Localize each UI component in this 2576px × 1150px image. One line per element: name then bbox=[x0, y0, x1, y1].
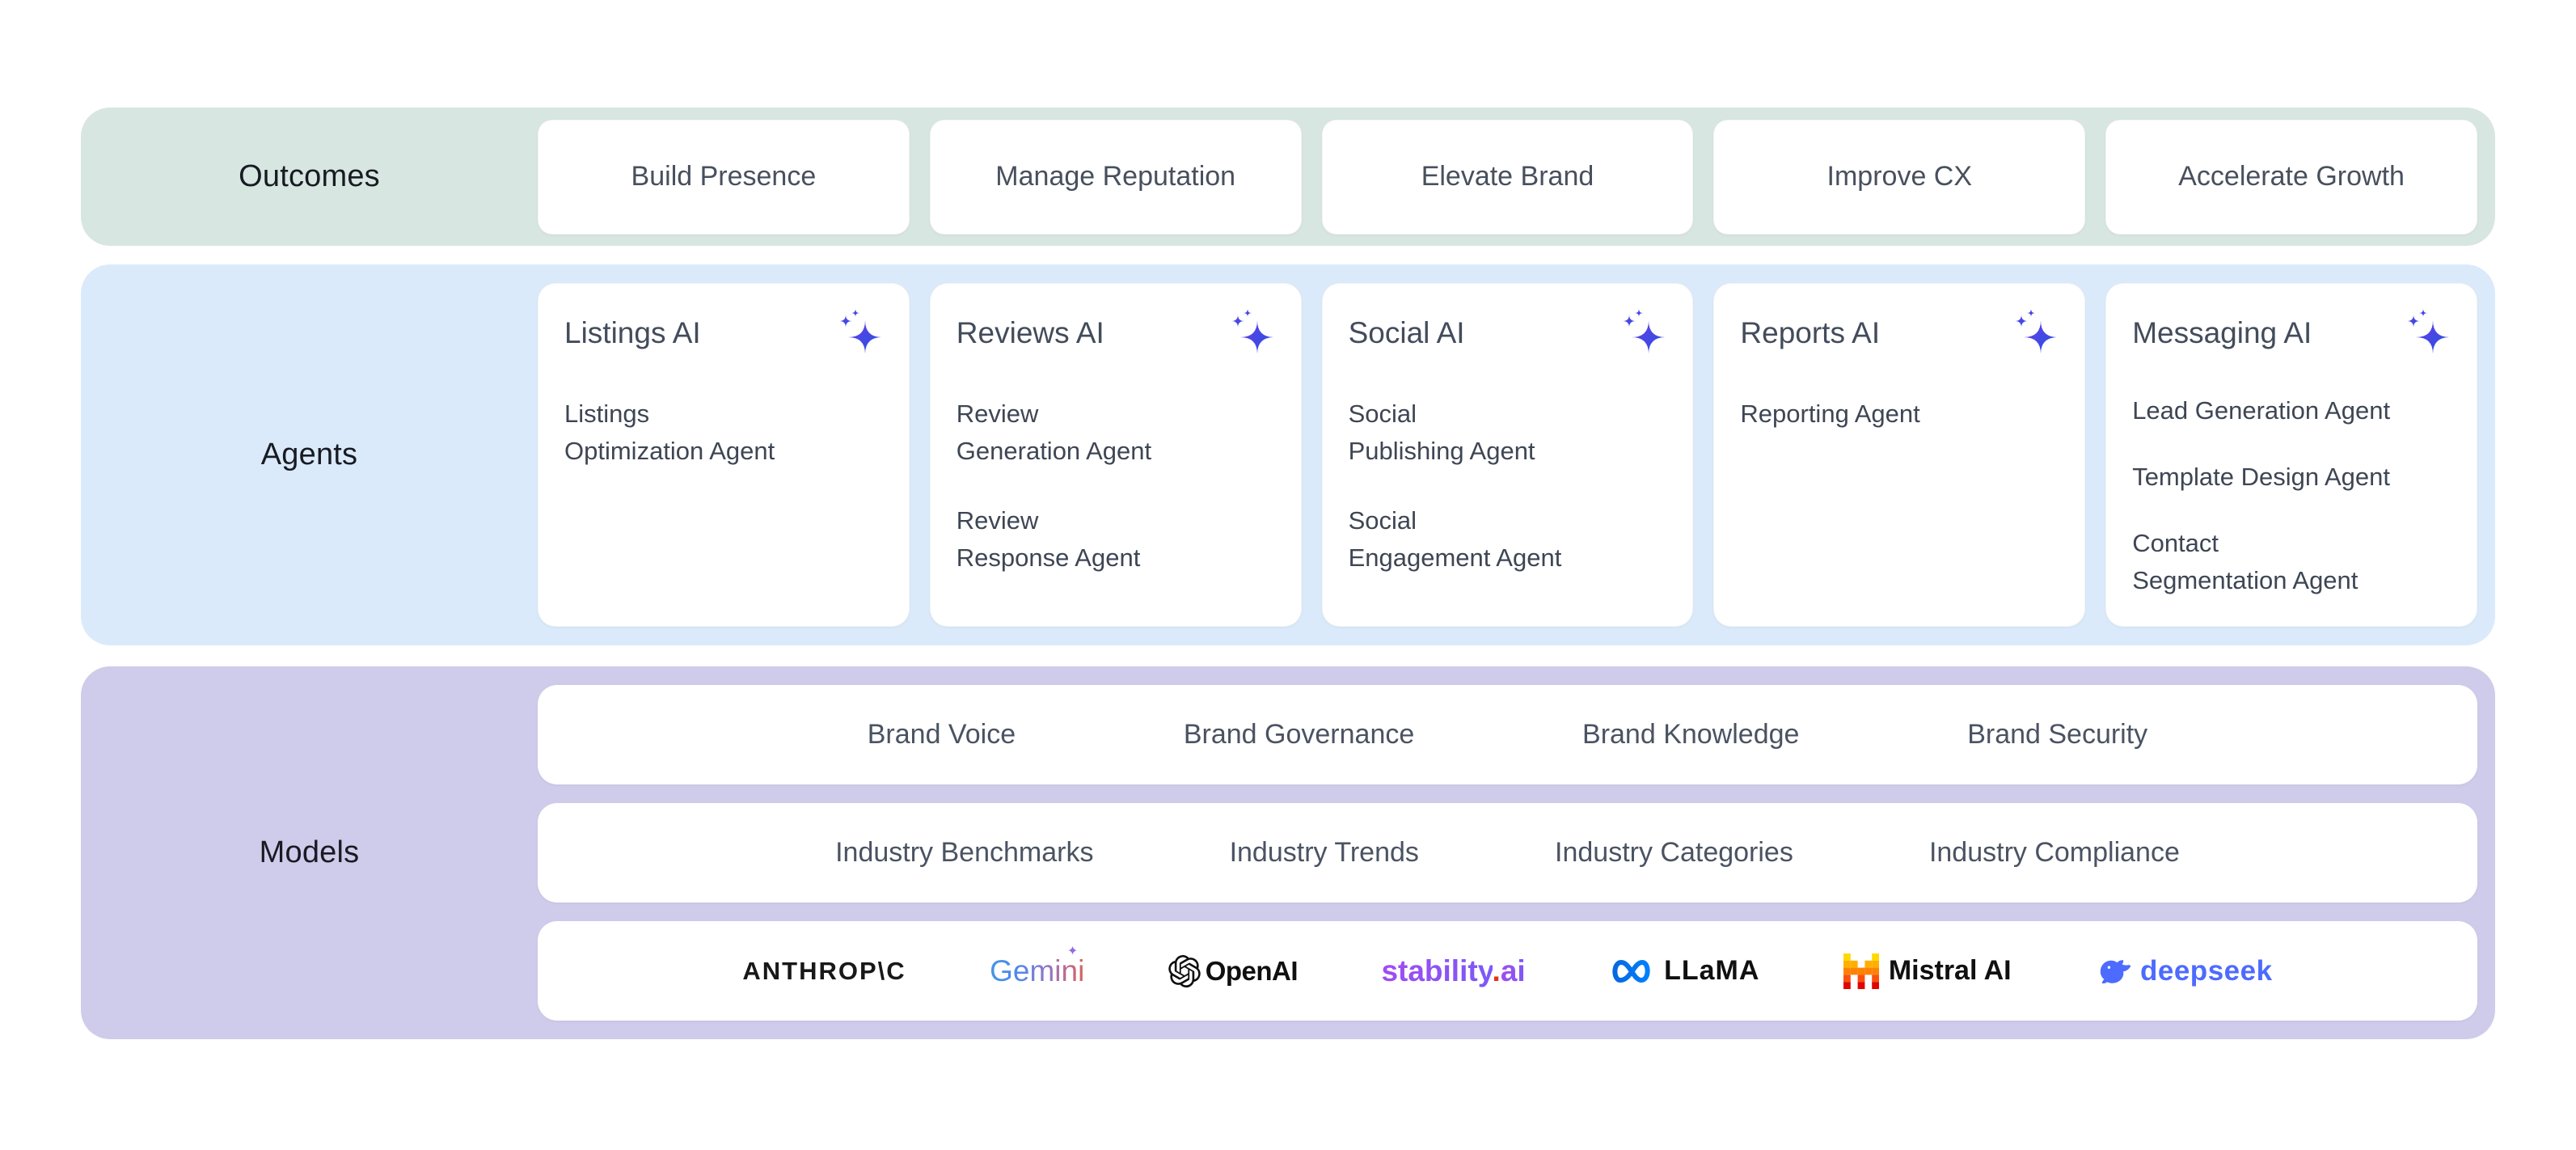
model-providers-bar: ANTHROP\C Gemini ✦ OpenAI stability.ai bbox=[538, 921, 2477, 1021]
outcomes-row-label: Outcomes bbox=[239, 159, 380, 193]
brand-capabilities-bar: Brand Voice Brand Governance Brand Knowl… bbox=[538, 685, 2477, 784]
outcome-chip-elevate-brand: Elevate Brand bbox=[1321, 119, 1694, 235]
brand-capability: Brand Knowledge bbox=[1582, 719, 1800, 750]
brand-capability: Brand Security bbox=[1967, 719, 2148, 750]
sub-agent: Review Response Agent bbox=[956, 506, 1141, 572]
agent-card-reports-ai: Reports AI Reporting Agent bbox=[1713, 283, 2086, 627]
anthropic-logo: ANTHROP\C bbox=[742, 956, 906, 985]
sub-agent: Lead Generation Agent bbox=[2132, 396, 2391, 425]
openai-knot-icon bbox=[1168, 954, 1201, 987]
models-bars: Brand Voice Brand Governance Brand Knowl… bbox=[538, 666, 2495, 1039]
sparkle-icon bbox=[838, 309, 881, 353]
sub-agent: Social Publishing Agent bbox=[1348, 400, 1535, 465]
sub-agent: Social Engagement Agent bbox=[1348, 506, 1562, 572]
agents-label-column: Agents bbox=[81, 264, 538, 645]
meta-infinity-icon bbox=[1612, 959, 1650, 983]
outcome-chip-build-presence: Build Presence bbox=[538, 119, 910, 235]
sub-agent: Contact Segmentation Agent bbox=[2132, 529, 2359, 594]
sparkle-icon bbox=[2406, 309, 2449, 353]
models-row-label: Models bbox=[259, 835, 360, 869]
agent-card-messaging-ai: Messaging AI Lead Generation Agent Templ… bbox=[2105, 283, 2477, 627]
agent-card-title: Reports AI bbox=[1740, 316, 1881, 349]
models-label-column: Models bbox=[81, 666, 538, 1039]
sub-agent: Listings Optimization Agent bbox=[564, 400, 775, 465]
brand-capability: Brand Governance bbox=[1183, 719, 1415, 750]
outcome-chip-accelerate-growth: Accelerate Growth bbox=[2105, 119, 2477, 235]
industry-capability: Industry Categories bbox=[1555, 837, 1793, 868]
agent-card-title: Reviews AI bbox=[956, 316, 1104, 349]
sparkle-icon bbox=[2015, 309, 2058, 353]
stability-ai-logo: stability.ai bbox=[1381, 953, 1526, 987]
industry-capability: Industry Compliance bbox=[1928, 837, 2180, 868]
gemini-sparkle-icon: ✦ bbox=[1066, 944, 1079, 958]
agents-band: Agents Listings AI Listings Optimization… bbox=[81, 264, 2495, 645]
agent-card-title: Social AI bbox=[1348, 316, 1465, 349]
models-band: Models Brand Voice Brand Governance Bran… bbox=[81, 666, 2495, 1039]
agent-card-title: Messaging AI bbox=[2132, 316, 2312, 349]
agent-card-title: Listings AI bbox=[564, 316, 701, 349]
llama-logo: LLaMA bbox=[1609, 955, 1759, 987]
brand-capability: Brand Voice bbox=[867, 719, 1016, 750]
outcomes-band: Outcomes Build Presence Manage Reputatio… bbox=[81, 108, 2495, 246]
industry-capability: Industry Trends bbox=[1229, 837, 1419, 868]
sub-agent: Review Generation Agent bbox=[956, 400, 1152, 465]
outcome-chip-improve-cx: Improve CX bbox=[1713, 119, 2086, 235]
sub-agent: Reporting Agent bbox=[1740, 400, 1920, 428]
industry-capability: Industry Benchmarks bbox=[835, 837, 1094, 868]
outcomes-chip-row: Build Presence Manage Reputation Elevate… bbox=[538, 119, 2495, 235]
mistral-ai-logo: Mistral AI bbox=[1843, 953, 2012, 989]
agents-card-row: Listings AI Listings Optimization Agent bbox=[538, 283, 2495, 627]
agent-card-listings-ai: Listings AI Listings Optimization Agent bbox=[538, 283, 910, 627]
sparkle-icon bbox=[1231, 309, 1273, 353]
industry-capabilities-bar: Industry Benchmarks Industry Trends Indu… bbox=[538, 803, 2477, 903]
agent-card-social-ai: Social AI Social Publishing Agent Social bbox=[1321, 283, 1694, 627]
outcomes-label-column: Outcomes bbox=[81, 108, 538, 246]
sparkle-icon bbox=[1623, 309, 1666, 353]
deepseek-whale-icon bbox=[2100, 959, 2131, 983]
gemini-logo: Gemini ✦ bbox=[990, 944, 1085, 987]
agent-card-reviews-ai: Reviews AI Review Generation Agent Revie… bbox=[929, 283, 1302, 627]
outcome-chip-manage-reputation: Manage Reputation bbox=[929, 119, 1302, 235]
deepseek-logo: deepseek bbox=[2095, 955, 2273, 987]
agents-row-label: Agents bbox=[260, 438, 358, 471]
mistral-m-icon bbox=[1843, 953, 1879, 989]
openai-logo: OpenAI bbox=[1168, 954, 1299, 987]
sub-agent: Template Design Agent bbox=[2132, 463, 2390, 491]
